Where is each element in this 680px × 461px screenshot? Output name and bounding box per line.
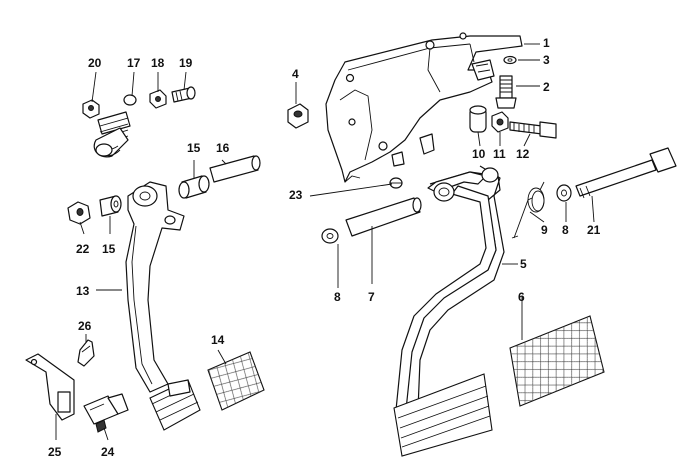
callout-17: 17 (127, 56, 141, 70)
callout-5: 5 (520, 257, 527, 271)
pedal-bracket (325, 32, 523, 183)
clip-26 (77, 339, 95, 367)
callout-23: 23 (289, 188, 303, 202)
clip-23 (389, 177, 403, 189)
callout-25: 25 (48, 445, 62, 459)
callout-21: 21 (587, 223, 601, 237)
return-spring-9 (511, 181, 545, 239)
nut-20 (82, 99, 100, 119)
brake-pedal-arm (393, 165, 505, 457)
clutch-pad-cover-14 (207, 351, 265, 411)
brake-pad-cover-6 (509, 315, 605, 407)
leader-lines (55, 43, 595, 441)
pin-19 (171, 86, 196, 103)
callout-16: 16 (216, 141, 230, 155)
callout-13: 13 (76, 284, 90, 298)
brake-light-switch-24 (83, 393, 129, 433)
nut-22 (67, 201, 91, 225)
callout-8-right: 8 (562, 223, 569, 237)
callout-7: 7 (368, 290, 375, 304)
long-bolt-21 (575, 147, 677, 199)
callout-15-left: 15 (102, 242, 116, 256)
clutch-pedal-arm (125, 181, 201, 431)
spring-17 (93, 94, 137, 158)
bushing-15-top (178, 175, 210, 199)
callout-1: 1 (543, 36, 550, 50)
washer-3 (503, 55, 517, 65)
nut-11 (491, 111, 509, 133)
callout-15-top: 15 (187, 141, 201, 155)
washer-8-left (321, 228, 339, 244)
callout-26: 26 (78, 319, 92, 333)
callout-9: 9 (541, 223, 548, 237)
callout-4: 4 (292, 67, 299, 81)
callout-20: 20 (88, 56, 102, 70)
nut-18 (149, 89, 167, 109)
washer-8-right (556, 184, 572, 202)
callout-10: 10 (472, 147, 486, 161)
callout-8-left: 8 (334, 290, 341, 304)
callout-2: 2 (543, 80, 550, 94)
callout-18: 18 (151, 56, 165, 70)
callout-19: 19 (179, 56, 193, 70)
callout-12: 12 (516, 147, 530, 161)
sleeve-16 (209, 155, 261, 183)
bushing-15-left (99, 195, 122, 217)
sleeve-tube-7 (345, 197, 422, 237)
bolt-12 (509, 121, 557, 139)
callout-14: 14 (211, 333, 225, 347)
nut-4 (287, 103, 309, 129)
callout-22: 22 (76, 242, 90, 256)
bolt-2 (495, 75, 517, 109)
callout-11: 11 (493, 147, 506, 161)
bracket-25 (25, 353, 75, 421)
callout-3: 3 (543, 53, 550, 67)
bushing-10 (469, 105, 487, 133)
callout-24: 24 (101, 445, 115, 459)
callout-6: 6 (518, 290, 525, 304)
